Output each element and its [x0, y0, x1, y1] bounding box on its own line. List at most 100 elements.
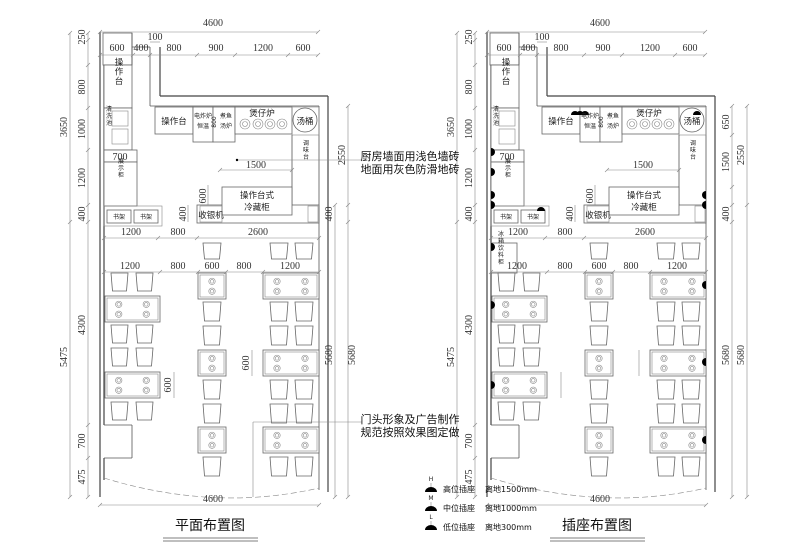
chair	[497, 272, 516, 292]
dim-tick	[97, 29, 103, 35]
chair	[110, 401, 129, 421]
soup-area	[291, 106, 320, 136]
dim-top: 400	[134, 43, 149, 54]
socket-icon	[702, 358, 706, 366]
table-top	[262, 426, 320, 454]
shelf	[493, 209, 519, 224]
burner-icon	[252, 118, 264, 130]
cashier-label: 收银机	[198, 210, 224, 221]
storefront-note: 门头形象及广告制作	[361, 412, 460, 426]
fridge	[608, 186, 680, 216]
dim-tick	[101, 269, 107, 275]
dim-left: 1000	[464, 119, 475, 139]
plate-icon	[301, 354, 309, 362]
dim-left: 250	[464, 30, 475, 45]
socket-mid-icon	[425, 506, 437, 511]
dim-mid: 1200	[508, 227, 528, 238]
dim-left-total: 5475	[59, 347, 70, 367]
claypot-label: 煲仔炉	[249, 108, 275, 119]
socket-icon	[702, 436, 706, 444]
dining-table	[491, 295, 548, 323]
dim-tick	[85, 494, 91, 500]
plate-icon	[661, 356, 667, 361]
dining-table	[197, 349, 227, 377]
dim-tick	[581, 52, 587, 58]
chair	[269, 403, 289, 424]
chair	[294, 301, 314, 322]
dim-seat: 800	[558, 261, 573, 272]
dim-tick	[484, 52, 490, 58]
cashier-machine	[199, 205, 223, 223]
chair	[135, 324, 154, 344]
plate-icon	[688, 364, 696, 372]
dining-table	[649, 426, 707, 454]
dim-tick	[85, 105, 91, 111]
table-inner	[586, 428, 612, 452]
fryer-label: 恒温	[197, 122, 209, 130]
chair	[269, 325, 289, 346]
dim-seat: 800	[237, 261, 252, 272]
shelf	[520, 209, 546, 224]
dim-fridge-width: 1500	[633, 160, 653, 171]
dim-tick	[542, 235, 548, 241]
socket-icon	[702, 191, 706, 199]
plate-icon	[209, 356, 215, 361]
dim-tick	[345, 219, 351, 225]
chair	[202, 379, 222, 400]
dim-top-total: 4600	[590, 18, 610, 29]
dim-top: 400	[521, 43, 536, 54]
plan-1	[454, 29, 750, 542]
burner-icon	[651, 118, 663, 130]
dim-tick	[85, 422, 91, 428]
chair	[202, 242, 222, 260]
plate-icon	[301, 431, 309, 439]
hatched-column	[694, 205, 706, 223]
dim-right: 5680	[736, 345, 747, 365]
dim-top-total: 4600	[203, 18, 223, 29]
plate-icon	[689, 433, 695, 438]
socket-icon	[491, 191, 495, 199]
burner-icon	[642, 121, 648, 127]
plate-icon	[661, 279, 667, 284]
chair	[656, 379, 676, 400]
dim-bottom: 4600	[590, 494, 610, 505]
storefront-arc	[103, 477, 320, 499]
chair	[294, 325, 314, 346]
dim-seat: 1200	[280, 261, 300, 272]
dim-tick	[285, 52, 291, 58]
plate-icon	[302, 366, 308, 371]
sockets	[491, 111, 706, 444]
burner-icon	[242, 121, 248, 127]
plate-icon	[208, 354, 216, 362]
chair	[497, 401, 516, 421]
plate-icon	[208, 441, 216, 449]
dim-tick	[703, 269, 709, 275]
burner-icon	[255, 121, 261, 127]
plate-icon	[302, 356, 308, 361]
shelf-area	[490, 205, 550, 227]
plate-icon	[274, 279, 280, 284]
chair	[294, 403, 314, 424]
plate-icon	[302, 433, 308, 438]
table-top	[584, 426, 614, 454]
plate-icon	[273, 287, 281, 295]
dim-tick	[217, 167, 223, 173]
shelf	[106, 209, 132, 224]
plate-icon	[661, 289, 667, 294]
plate-icon	[116, 378, 121, 383]
burner-icon	[663, 118, 675, 130]
plate-icon	[596, 289, 602, 294]
fish-stove-label: 汤炉	[607, 122, 619, 130]
plan-title: 平面布置图	[175, 518, 245, 534]
dim-tick	[488, 269, 494, 275]
plate-icon	[209, 279, 215, 284]
plate-icon	[208, 277, 216, 285]
burner-icon	[666, 121, 672, 127]
legend-mark: H	[429, 476, 434, 483]
claypot-stove	[234, 106, 293, 135]
socket-icon	[581, 111, 589, 115]
plate-icon	[660, 287, 668, 295]
dim-top: 100	[535, 32, 550, 43]
soup-label: 汤桶	[683, 116, 700, 127]
plate-icon	[209, 433, 215, 438]
